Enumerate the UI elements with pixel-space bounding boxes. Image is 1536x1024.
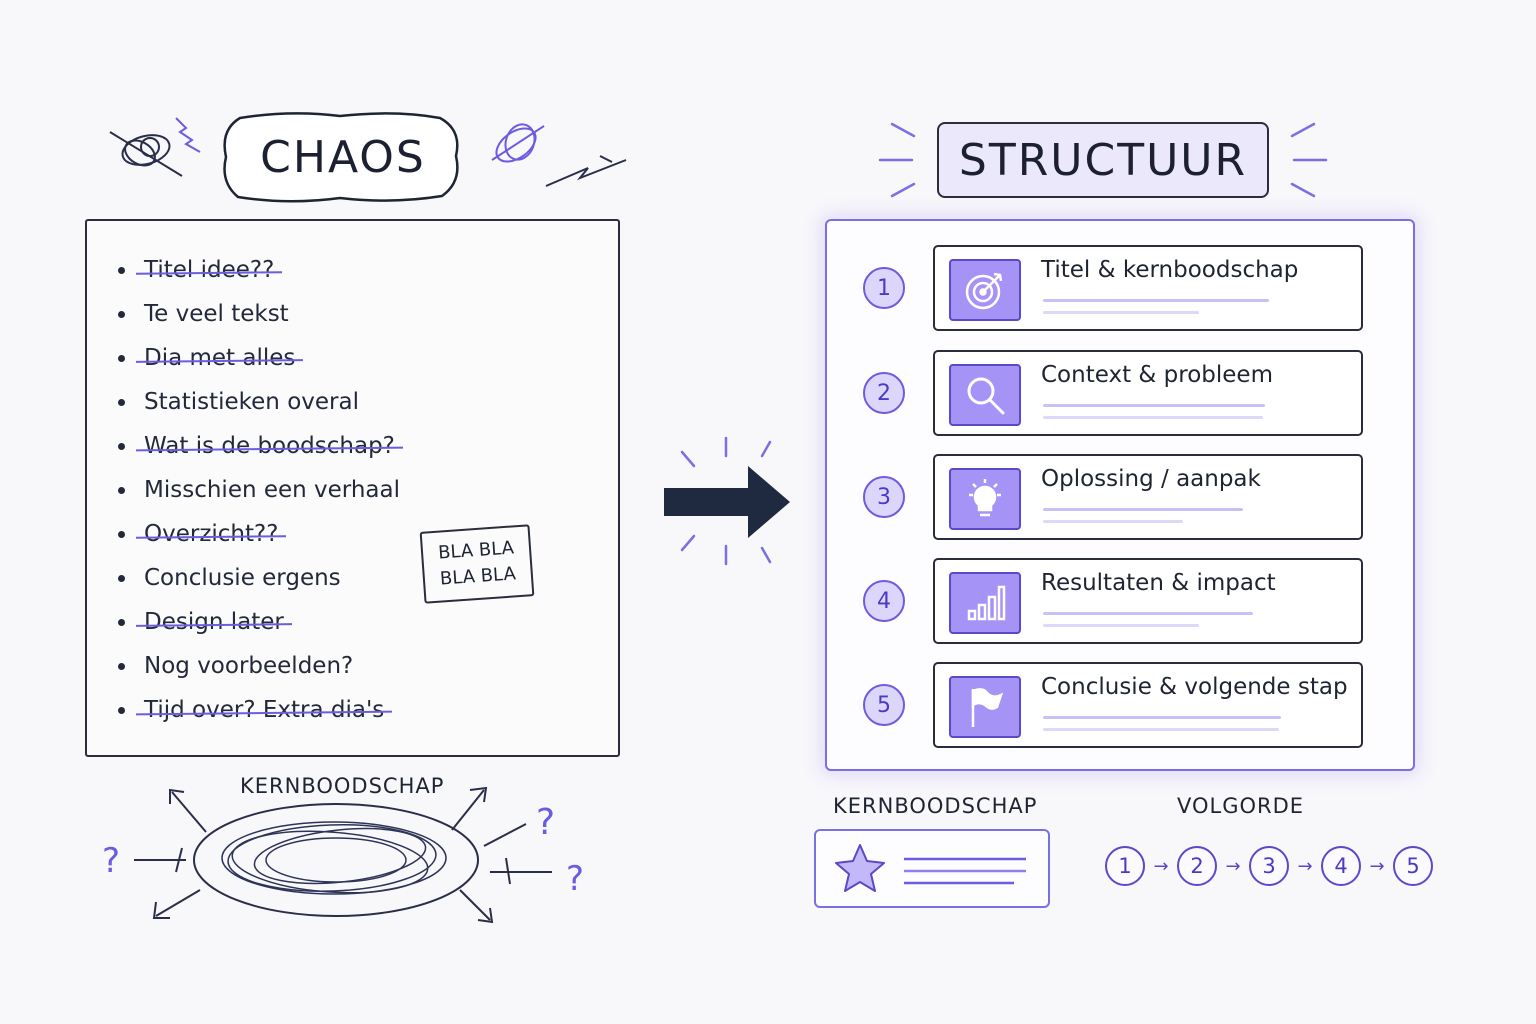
chaos-item-text: Nog voorbeelden? <box>144 653 354 679</box>
flag-icon <box>949 676 1021 738</box>
step-card: Oplossing / aanpak <box>933 454 1363 540</box>
step-label: Oplossing / aanpak <box>1041 466 1261 492</box>
chaos-list-item: Nog voorbeelden? <box>116 644 400 688</box>
sequence-arrow-icon: → <box>1297 855 1313 877</box>
step-placeholder-line <box>1043 728 1279 731</box>
title-rays-icon <box>878 122 1328 198</box>
chaos-list-item: Misschien een verhaal <box>116 468 400 512</box>
step-number-badge: 1 <box>863 267 905 309</box>
chaos-list-item: Statistieken overal <box>116 380 400 424</box>
sequence-arrow-icon: → <box>1225 855 1241 877</box>
step-placeholder-line <box>1043 311 1199 314</box>
lightning-icon <box>545 155 627 187</box>
chaos-item-text: Dia met alles <box>144 336 295 380</box>
svg-text:?: ? <box>102 841 120 881</box>
lightbulb-icon <box>949 468 1021 530</box>
sequence-step-circle: 3 <box>1249 846 1289 886</box>
chaos-list-item: Wat is de boodschap? <box>116 424 400 468</box>
svg-text:?: ? <box>566 859 584 899</box>
chaos-panel <box>85 219 620 757</box>
chaos-list-item: Te veel tekst <box>116 292 400 336</box>
chaos-item-text: Titel idee?? <box>144 248 274 292</box>
step-card: Context & probleem <box>933 350 1363 436</box>
chaos-item-text: Conclusie ergens <box>144 565 341 591</box>
chaos-list-item: Tijd over? Extra dia's <box>116 688 400 732</box>
chaos-list-item: Conclusie ergens <box>116 556 400 600</box>
target-icon <box>949 259 1021 321</box>
chaos-item-text: Statistieken overal <box>144 389 359 415</box>
volgorde-sequence: 1 → 2 → 3 → 4 → 5 <box>1105 846 1433 886</box>
chaos-kernboodschap-label: KERNBOODSCHAP <box>240 774 445 798</box>
magnifier-icon <box>949 364 1021 426</box>
chaos-item-text: Te veel tekst <box>144 301 289 327</box>
step-card: Resultaten & impact <box>933 558 1363 644</box>
chaos-item-text: Wat is de boodschap? <box>144 424 395 468</box>
step-number-badge: 5 <box>863 684 905 726</box>
step-placeholder-line <box>1043 416 1263 419</box>
step-placeholder-line <box>1043 520 1183 523</box>
sequence-step-circle: 5 <box>1393 846 1433 886</box>
sequence-step-circle: 1 <box>1105 846 1145 886</box>
step-label: Resultaten & impact <box>1041 570 1276 596</box>
sequence-arrow-icon: → <box>1369 855 1385 877</box>
chaos-list-item: Dia met alles <box>116 336 400 380</box>
transition-arrow-icon <box>664 436 790 566</box>
chaos-item-text: Design later <box>144 600 284 644</box>
step-number-badge: 2 <box>863 372 905 414</box>
step-placeholder-line <box>1043 299 1269 302</box>
chaos-list-item: Design later <box>116 600 400 644</box>
step-number-badge: 4 <box>863 580 905 622</box>
step-label: Context & probleem <box>1041 362 1273 388</box>
chaos-list-item: Titel idee?? <box>116 248 400 292</box>
step-number-badge: 3 <box>863 476 905 518</box>
tangled-scribble-icon <box>109 131 183 177</box>
bla-bla-card: BLA BLA BLA BLA <box>419 524 535 604</box>
chaos-title-bubble <box>223 112 459 203</box>
svg-text:?: ? <box>536 802 555 843</box>
chaos-item-text: Tijd over? Extra dia's <box>144 688 384 732</box>
sequence-step-circle: 2 <box>1177 846 1217 886</box>
bla-line-2: BLA BLA <box>439 563 517 590</box>
chaos-list-item: Overzicht?? <box>116 512 400 556</box>
step-card: Conclusie & volgende stap <box>933 662 1363 748</box>
step-placeholder-line <box>1043 716 1281 719</box>
step-label: Conclusie & volgende stap <box>1041 674 1348 700</box>
sequence-step-circle: 4 <box>1321 846 1361 886</box>
chaos-item-text: Misschien een verhaal <box>144 477 401 503</box>
chaos-title: CHAOS <box>260 131 426 183</box>
step-label: Titel & kernboodschap <box>1041 257 1299 283</box>
step-placeholder-line <box>1043 508 1243 511</box>
volgorde-label: VOLGORDE <box>1177 794 1305 818</box>
sequence-arrow-icon: → <box>1153 855 1169 877</box>
step-placeholder-line <box>1043 404 1265 407</box>
chaos-item-text: Overzicht?? <box>144 512 278 556</box>
structuur-title: STRUCTUUR <box>937 122 1269 198</box>
star-icon <box>835 844 885 892</box>
purple-scribble-icon <box>491 123 545 163</box>
kernboodschap-scribble-icon: ? ? ? <box>102 786 584 924</box>
step-placeholder-line <box>1043 612 1253 615</box>
bar-chart-icon <box>949 572 1021 634</box>
structuur-kernboodschap-label: KERNBOODSCHAP <box>833 794 1038 818</box>
step-card: Titel & kernboodschap <box>933 245 1363 331</box>
kernboodschap-card <box>814 829 1050 908</box>
zigzag-squiggle-icon <box>175 117 201 153</box>
step-placeholder-line <box>1043 624 1199 627</box>
